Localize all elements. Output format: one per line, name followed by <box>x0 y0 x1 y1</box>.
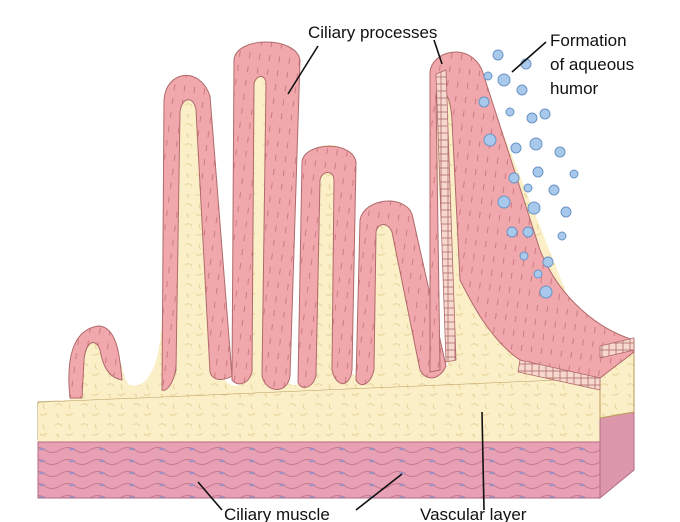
aqueous-humor-droplets <box>478 49 579 299</box>
ciliary-process-1 <box>68 325 123 399</box>
leader-ciliary-muscle-left <box>197 481 223 511</box>
label-ciliary-processes: Ciliary processes <box>308 23 437 42</box>
label-ciliary-muscle: Ciliary muscle <box>224 505 330 522</box>
label-formation-line1: Formation <box>550 31 627 50</box>
label-formation-line3: humor <box>550 79 599 98</box>
leader-ciliary-processes <box>287 45 319 95</box>
epithelium-border-side <box>517 359 601 391</box>
leader-ciliary-processes-2 <box>433 39 443 65</box>
leader-ciliary-muscle-right <box>355 473 403 511</box>
vascular-layer-front <box>38 404 600 442</box>
leader-vascular-layer <box>481 411 485 511</box>
ciliary-process-4 <box>297 145 357 388</box>
epithelium-border <box>435 69 457 363</box>
ciliary-process-2 <box>161 75 233 391</box>
label-vascular-layer: Vascular layer <box>420 505 527 522</box>
ciliary-muscle-side <box>599 409 635 500</box>
epithelium-border-top <box>599 337 635 359</box>
ciliary-process-5 <box>355 200 447 386</box>
leader-formation <box>511 41 547 73</box>
ciliary-process-3 <box>231 41 301 390</box>
ciliary-muscle-layer <box>37 441 601 499</box>
label-formation-line2: of aqueous <box>550 55 634 74</box>
